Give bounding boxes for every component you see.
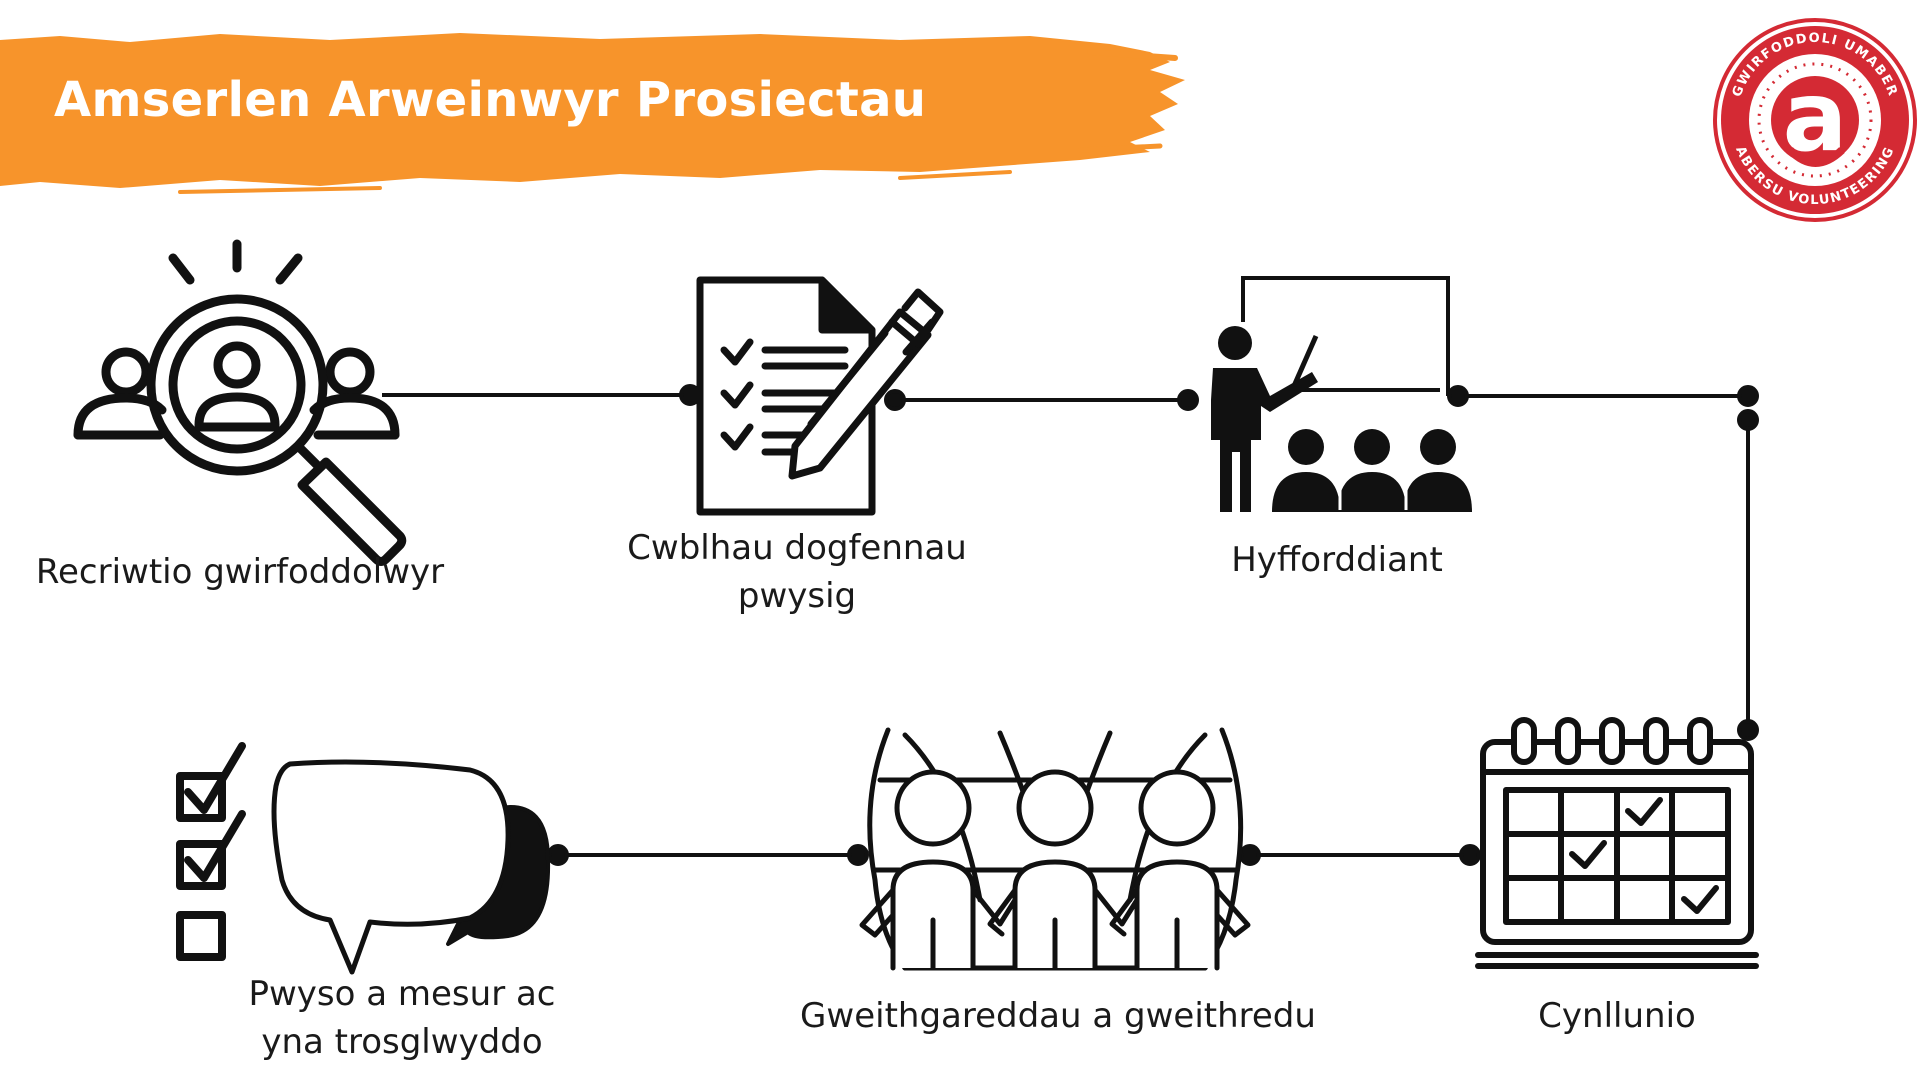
step-label-line: Recriwtio gwirfoddolwyr (35, 552, 445, 592)
step-label-recruit: Recriwtio gwirfoddolwyr (36, 548, 444, 596)
calendar-check-icon (1475, 717, 1759, 969)
step-label-documents: Cwblhau dogfennau pwysig (627, 524, 967, 620)
page-title: Amserlen Arweinwyr Prosiectau (54, 72, 927, 128)
checklist-pen-icon (696, 276, 944, 516)
magnifier-people-icon (73, 239, 407, 566)
step-label-planning: Cynllunio (1538, 992, 1696, 1040)
step-label-line: Hyfforddiant (1231, 540, 1443, 580)
teacher-whiteboard-icon (1211, 276, 1472, 512)
step-label-training: Hyfforddiant (1231, 536, 1443, 584)
people-holding-hands-icon (859, 727, 1251, 971)
step-label-line: Cynllunio (1538, 996, 1696, 1036)
abersu-volunteering-logo-icon: GWIRFODDOLI UMABER ABERSU VOLUNTEERING a (1713, 18, 1917, 222)
step-label-line: pwysig (737, 576, 857, 616)
step-label-evaluate: Pwyso a mesur ac yna trosglwyddo (248, 970, 555, 1066)
checkbox-speech-bubble-icon (176, 742, 551, 975)
step-label-line: Pwyso a mesur ac (248, 974, 556, 1014)
step-label-line: Cwblhau dogfennau (627, 528, 967, 568)
step-label-line: yna trosglwyddo (261, 1022, 543, 1062)
step-label-line: Gweithgareddau a gweithredu (800, 996, 1316, 1036)
step-label-activities: Gweithgareddau a gweithredu (800, 992, 1316, 1040)
title-banner (0, 33, 1185, 194)
